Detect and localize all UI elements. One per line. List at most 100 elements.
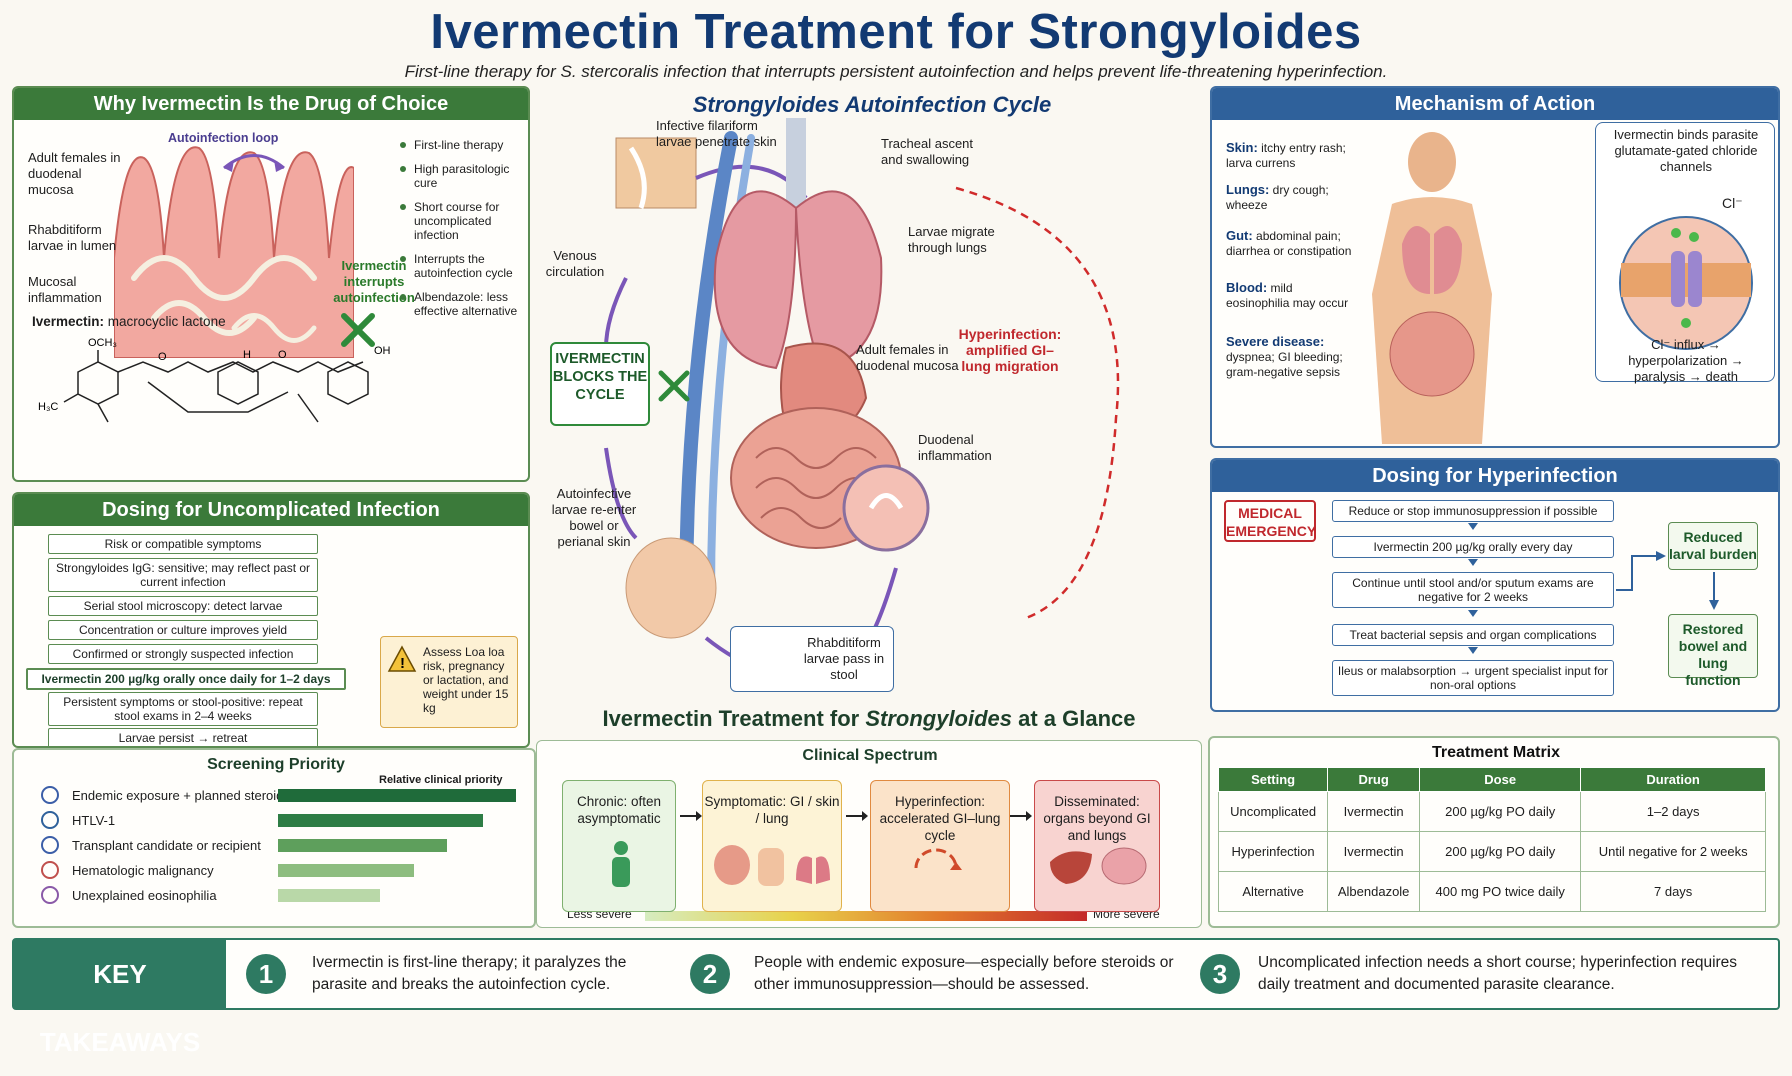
- person-icon: [612, 841, 630, 887]
- matrix-header: Setting: [1217, 767, 1329, 792]
- matrix-header: Dose: [1419, 767, 1582, 792]
- symptom-item: Gut: abdominal pain; diarrhea or constip…: [1226, 228, 1352, 258]
- influx-text: Cl⁻ influx → hyperpolarization → paralys…: [1628, 337, 1744, 384]
- screening-bar: [278, 789, 516, 802]
- screening-bar: [278, 889, 380, 902]
- medical-emergency-badge: MEDICAL EMERGENCY: [1224, 500, 1316, 542]
- screening-label: Hematologic malignancy: [72, 863, 214, 878]
- label-stool: Rhabditiform larvae pass in stool: [803, 635, 885, 682]
- takeaway-number: 2: [690, 954, 730, 994]
- flow-step: Concentration or culture improves yield: [48, 620, 318, 640]
- binds-text: Ivermectin binds parasite glutamate-gate…: [1613, 127, 1759, 174]
- svg-text:OH: OH: [374, 345, 391, 357]
- molecule-caption: Ivermectin: macrocyclic lactone: [32, 314, 226, 329]
- warning-icon: !: [387, 645, 417, 672]
- screening-icon: [41, 811, 59, 829]
- mechanism-title: Mechanism of Action: [1212, 88, 1778, 120]
- bullet-item: Interrupts the autoinfection cycle: [400, 252, 528, 280]
- screening-bar: [278, 814, 483, 827]
- label-adult-females: Adult females in duodenal mucosa: [28, 150, 121, 197]
- liver-brain-icons: [1050, 847, 1147, 885]
- uncomplicated-title: Dosing for Uncomplicated Infection: [14, 494, 528, 526]
- cycle-title: Strongyloides Autoinfection Cycle: [692, 92, 1052, 117]
- matrix-title: Treatment Matrix: [1431, 744, 1561, 761]
- label-venous: Venous circulation: [545, 248, 605, 279]
- label-duodenal-inflammation: Duodenal inflammation: [918, 432, 992, 463]
- warning-text: Assess Loa loa risk, pregnancy or lactat…: [423, 645, 509, 715]
- bullet-item: First-line therapy: [400, 138, 528, 152]
- screening-label: Transplant candidate or recipient: [72, 838, 261, 853]
- bullet-item: Albendazole: less effective alternative: [400, 290, 528, 318]
- takeaway-text: Uncomplicated infection needs a short co…: [1258, 954, 1738, 993]
- human-body-illustration: [1372, 132, 1492, 444]
- svg-text:!: !: [400, 655, 405, 672]
- screening-label: Endemic exposure + planned steroids: [72, 788, 290, 803]
- hyper-step: Reduce or stop immunosuppression if poss…: [1332, 500, 1614, 522]
- matrix-header: Drug: [1327, 767, 1421, 792]
- takeaways-bar: KEY TAKEAWAYS 1 Ivermectin is first-line…: [12, 938, 1780, 1057]
- label-tracheal: Tracheal ascent and swallowing: [881, 136, 974, 167]
- svg-text:O: O: [158, 351, 167, 363]
- outcome-restored: Restored bowel and lung function: [1668, 614, 1758, 688]
- screening-icon: [41, 861, 59, 879]
- outcome-reduced: Reduced larval burden: [1668, 522, 1758, 570]
- label-mucosal-inflammation: Mucosal inflammation: [28, 274, 102, 305]
- ivermectin-structure-diagram: OCH₃ H₃C OH O O H: [38, 337, 391, 423]
- label-adult-duodenal: Adult females in duodenal mucosa: [856, 342, 959, 373]
- screening-axis-label: Relative clinical priority: [379, 774, 503, 786]
- uncomplicated-panel: Dosing for Uncomplicated Infection Risk …: [12, 492, 530, 748]
- hyper-step: Treat bacterial sepsis and organ complic…: [1332, 624, 1614, 646]
- symptom-item: Lungs: dry cough; wheeze: [1226, 182, 1329, 212]
- flow-step: Strongyloides IgG: sensitive; may reflec…: [48, 558, 318, 592]
- hyper-step: Ivermectin 200 µg/kg orally every day: [1332, 536, 1614, 558]
- intestinal-villi-illustration: [114, 146, 354, 358]
- takeaway-number: 3: [1200, 954, 1240, 994]
- svg-text:OCH₃: OCH₃: [88, 337, 117, 349]
- bullet-item: Short course for uncomplicated infection: [400, 200, 528, 242]
- takeaways-title: KEY TAKEAWAYS: [14, 940, 226, 1057]
- warning-box: ! Assess Loa loa risk, pregnancy or lact…: [380, 636, 518, 728]
- hyper-step: Continue until stool and/or sputum exams…: [1332, 572, 1614, 608]
- label-hyperinfection: Hyperinfection: amplified GI–lung migrat…: [958, 326, 1062, 374]
- takeaway-text: People with endemic exposure—especially …: [754, 954, 1174, 993]
- autoinfection-loop-label: Autoinfection loop: [168, 131, 279, 145]
- takeaway-number: 1: [246, 954, 286, 994]
- severity-gradient: [645, 911, 1087, 921]
- svg-text:H₃C: H₃C: [38, 401, 58, 413]
- symptom-item: Blood: mild eosinophilia may occur: [1226, 280, 1349, 310]
- label-lungs: Larvae migrate through lungs: [908, 224, 995, 255]
- flow-connector: [1616, 551, 1666, 591]
- stage-hyperinfection: Hyperinfection: accelerated GI–lung cycl…: [870, 780, 1010, 912]
- spectrum-title: Clinical Spectrum: [802, 747, 938, 764]
- takeaway-text: Ivermectin is first-line therapy; it par…: [312, 954, 627, 993]
- label-skin: Infective filariform larvae penetrate sk…: [656, 118, 777, 149]
- drug-choice-title: Why Ivermectin Is the Drug of Choice: [14, 88, 528, 120]
- screening-bar: [278, 839, 447, 852]
- page-title: Ivermectin Treatment for Strongyloides: [430, 5, 1362, 59]
- mechanism-panel: Mechanism of Action Skin: itchy entry ra…: [1210, 86, 1780, 448]
- screening-title: Screening Priority: [207, 756, 345, 773]
- screening-label: HTLV-1: [72, 813, 116, 828]
- block-x-icon: [341, 313, 375, 347]
- cycle-arrows-icon: [914, 848, 962, 870]
- ivermectin-blocks-box: IVERMECTIN BLOCKS THE CYCLE: [550, 342, 650, 426]
- symptom-item: Skin: itchy entry rash; larva currens: [1226, 140, 1346, 170]
- down-arrow-icon: [1709, 572, 1719, 610]
- svg-text:O: O: [278, 349, 287, 361]
- matrix-header: Duration: [1580, 767, 1766, 792]
- hyper-step: Ileus or malabsorption → urgent speciali…: [1332, 660, 1614, 696]
- chloride-label: Cl⁻: [1722, 195, 1743, 211]
- stool-box: Rhabditiform larvae pass in stool: [730, 626, 894, 692]
- screening-panel: Screening Priority Relative clinical pri…: [12, 748, 536, 928]
- chloride-channel-diagram: [1619, 216, 1753, 350]
- stage-chronic: Chronic: often asymptomatic: [562, 780, 676, 912]
- gi-skin-lung-icons: [714, 845, 830, 886]
- label-reenter: Autoinfective larvae re-enter bowel or p…: [551, 486, 637, 549]
- label-rhabditiform: Rhabditiform larvae in lumen: [28, 222, 117, 253]
- block-x-icon: [658, 370, 690, 402]
- flow-step: Larvae persist → retreat: [48, 728, 318, 746]
- flow-step: Serial stool microscopy: detect larvae: [48, 596, 318, 616]
